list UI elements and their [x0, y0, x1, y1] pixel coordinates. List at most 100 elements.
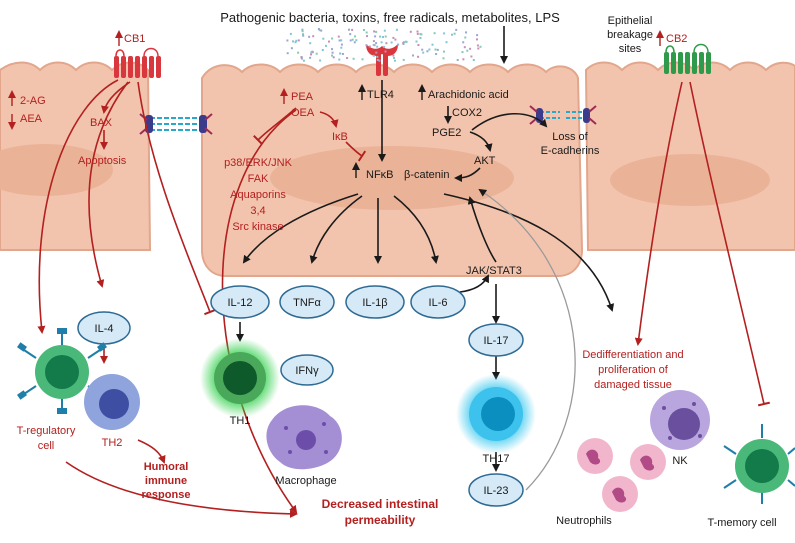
treg-cell-icon [17, 328, 107, 414]
pathogen-particle [443, 50, 445, 53]
inhibited-line-2: FAK [248, 173, 269, 185]
pathogen-particle [451, 33, 453, 36]
pathogen-particle [379, 35, 382, 38]
pathogen-particle [365, 44, 368, 47]
arrows-black [236, 26, 615, 472]
pathogen-particle [382, 36, 384, 38]
pathogen-particle [302, 59, 305, 62]
pathogen-particle [375, 51, 378, 54]
pathogen-particle [338, 39, 341, 42]
nk-cell-icon [650, 390, 710, 450]
pathogen-particle [421, 48, 424, 51]
pathogen-particle [417, 55, 420, 58]
dediff-line-1: Dedifferentiation and [582, 349, 683, 361]
neutrophils-icon [577, 438, 666, 512]
permeability-line-1: Decreased intestinal [322, 497, 439, 511]
pathogen-particle [338, 58, 341, 61]
il12-label: IL-12 [227, 297, 252, 309]
akt-label: AKT [474, 155, 496, 167]
th17-cell-icon [456, 374, 536, 454]
pathogen-particle [292, 40, 294, 43]
th1-cell-icon [200, 338, 280, 418]
pathogen-particle [365, 31, 368, 34]
2ag-label: 2-AG [20, 95, 46, 107]
tlr4-receptor-icon [366, 44, 398, 76]
pathogen-particle [383, 29, 386, 32]
inhibited-line-3: Aquaporins [230, 189, 286, 201]
pea-label: PEA [291, 91, 314, 103]
pathogen-particle [302, 34, 305, 37]
pathogen-particle [395, 28, 398, 31]
pathogen-particle [310, 53, 312, 56]
pathogen-particle [301, 28, 304, 31]
oea-label: OEA [291, 107, 315, 119]
pathogen-particle [435, 53, 438, 55]
pathogen-particle [462, 58, 465, 61]
pathogen-particle [297, 51, 300, 54]
ecad-line-2: E-cadherins [541, 145, 600, 157]
tight-junction-left [139, 113, 213, 135]
apoptosis-label: Apoptosis [78, 155, 127, 167]
pathogen-particle [337, 35, 340, 38]
epithelial-breakage-line-3: sites [619, 43, 642, 55]
macrophage-icon [266, 405, 342, 470]
pathogen-particle [431, 43, 434, 46]
macrophage-label: Macrophage [275, 475, 336, 487]
pathogen-particle [302, 33, 304, 36]
humoral-line-3: response [142, 489, 191, 501]
pathogen-particle [394, 38, 397, 41]
pathogen-particle [340, 39, 343, 42]
tnfa-node [279, 285, 335, 319]
pathogen-particle [476, 38, 478, 41]
pathogen-particle [384, 50, 387, 53]
th1-label: TH1 [230, 415, 251, 427]
pathogen-particle [376, 45, 379, 48]
pathogen-particle [412, 54, 414, 57]
pathogen-particle [461, 51, 464, 54]
pathogen-particle [428, 48, 431, 51]
pathogen-particle [351, 28, 354, 31]
pathogen-particle [415, 40, 418, 43]
pathogen-particle [392, 36, 395, 39]
cb1-label: CB1 [124, 33, 145, 45]
il6-node [410, 285, 466, 319]
nucleus-center [270, 146, 514, 210]
permeability-line-2: permeability [345, 513, 416, 527]
pathogen-particle [372, 54, 375, 57]
pathogen-particle [376, 55, 379, 58]
pathogen-particle [404, 40, 407, 43]
pathogen-particle [372, 43, 375, 46]
il12-node [210, 285, 270, 319]
il4-label: IL-4 [95, 323, 114, 335]
pathogen-particle [376, 58, 379, 61]
pathogen-particle [378, 59, 381, 62]
pathogen-particle [354, 35, 356, 38]
pathogen-particle [477, 47, 480, 50]
pathogen-particle [331, 54, 333, 57]
pathogen-particle [318, 29, 321, 32]
pathogen-particle [443, 32, 446, 35]
pathogen-particle [319, 59, 322, 62]
pathogen-particle [442, 57, 445, 60]
il1b-label: IL-1β [362, 297, 387, 309]
aea-label: AEA [20, 113, 43, 125]
pathogen-particle [426, 50, 429, 53]
pathogen-particle [340, 46, 343, 49]
il1b-node [345, 285, 405, 319]
inhibited-line-4: 3,4 [250, 205, 265, 217]
pathogen-particle [463, 46, 466, 49]
il6-label: IL-6 [429, 297, 448, 309]
pathogen-particle [353, 41, 356, 44]
pathogen-particle [349, 39, 352, 42]
tight-junction-right-broken [529, 105, 597, 125]
tmemory-cell-icon [723, 424, 795, 504]
pathogen-particle [351, 38, 354, 41]
pathogen-particle [340, 43, 343, 46]
pathogen-particle [393, 57, 395, 59]
pathogen-particle [390, 41, 393, 44]
pathogen-particle [419, 37, 422, 39]
pathogen-particle [300, 56, 303, 59]
pathogen-particle [315, 52, 318, 55]
arachidonic-label: Arachidonic acid [428, 89, 509, 101]
